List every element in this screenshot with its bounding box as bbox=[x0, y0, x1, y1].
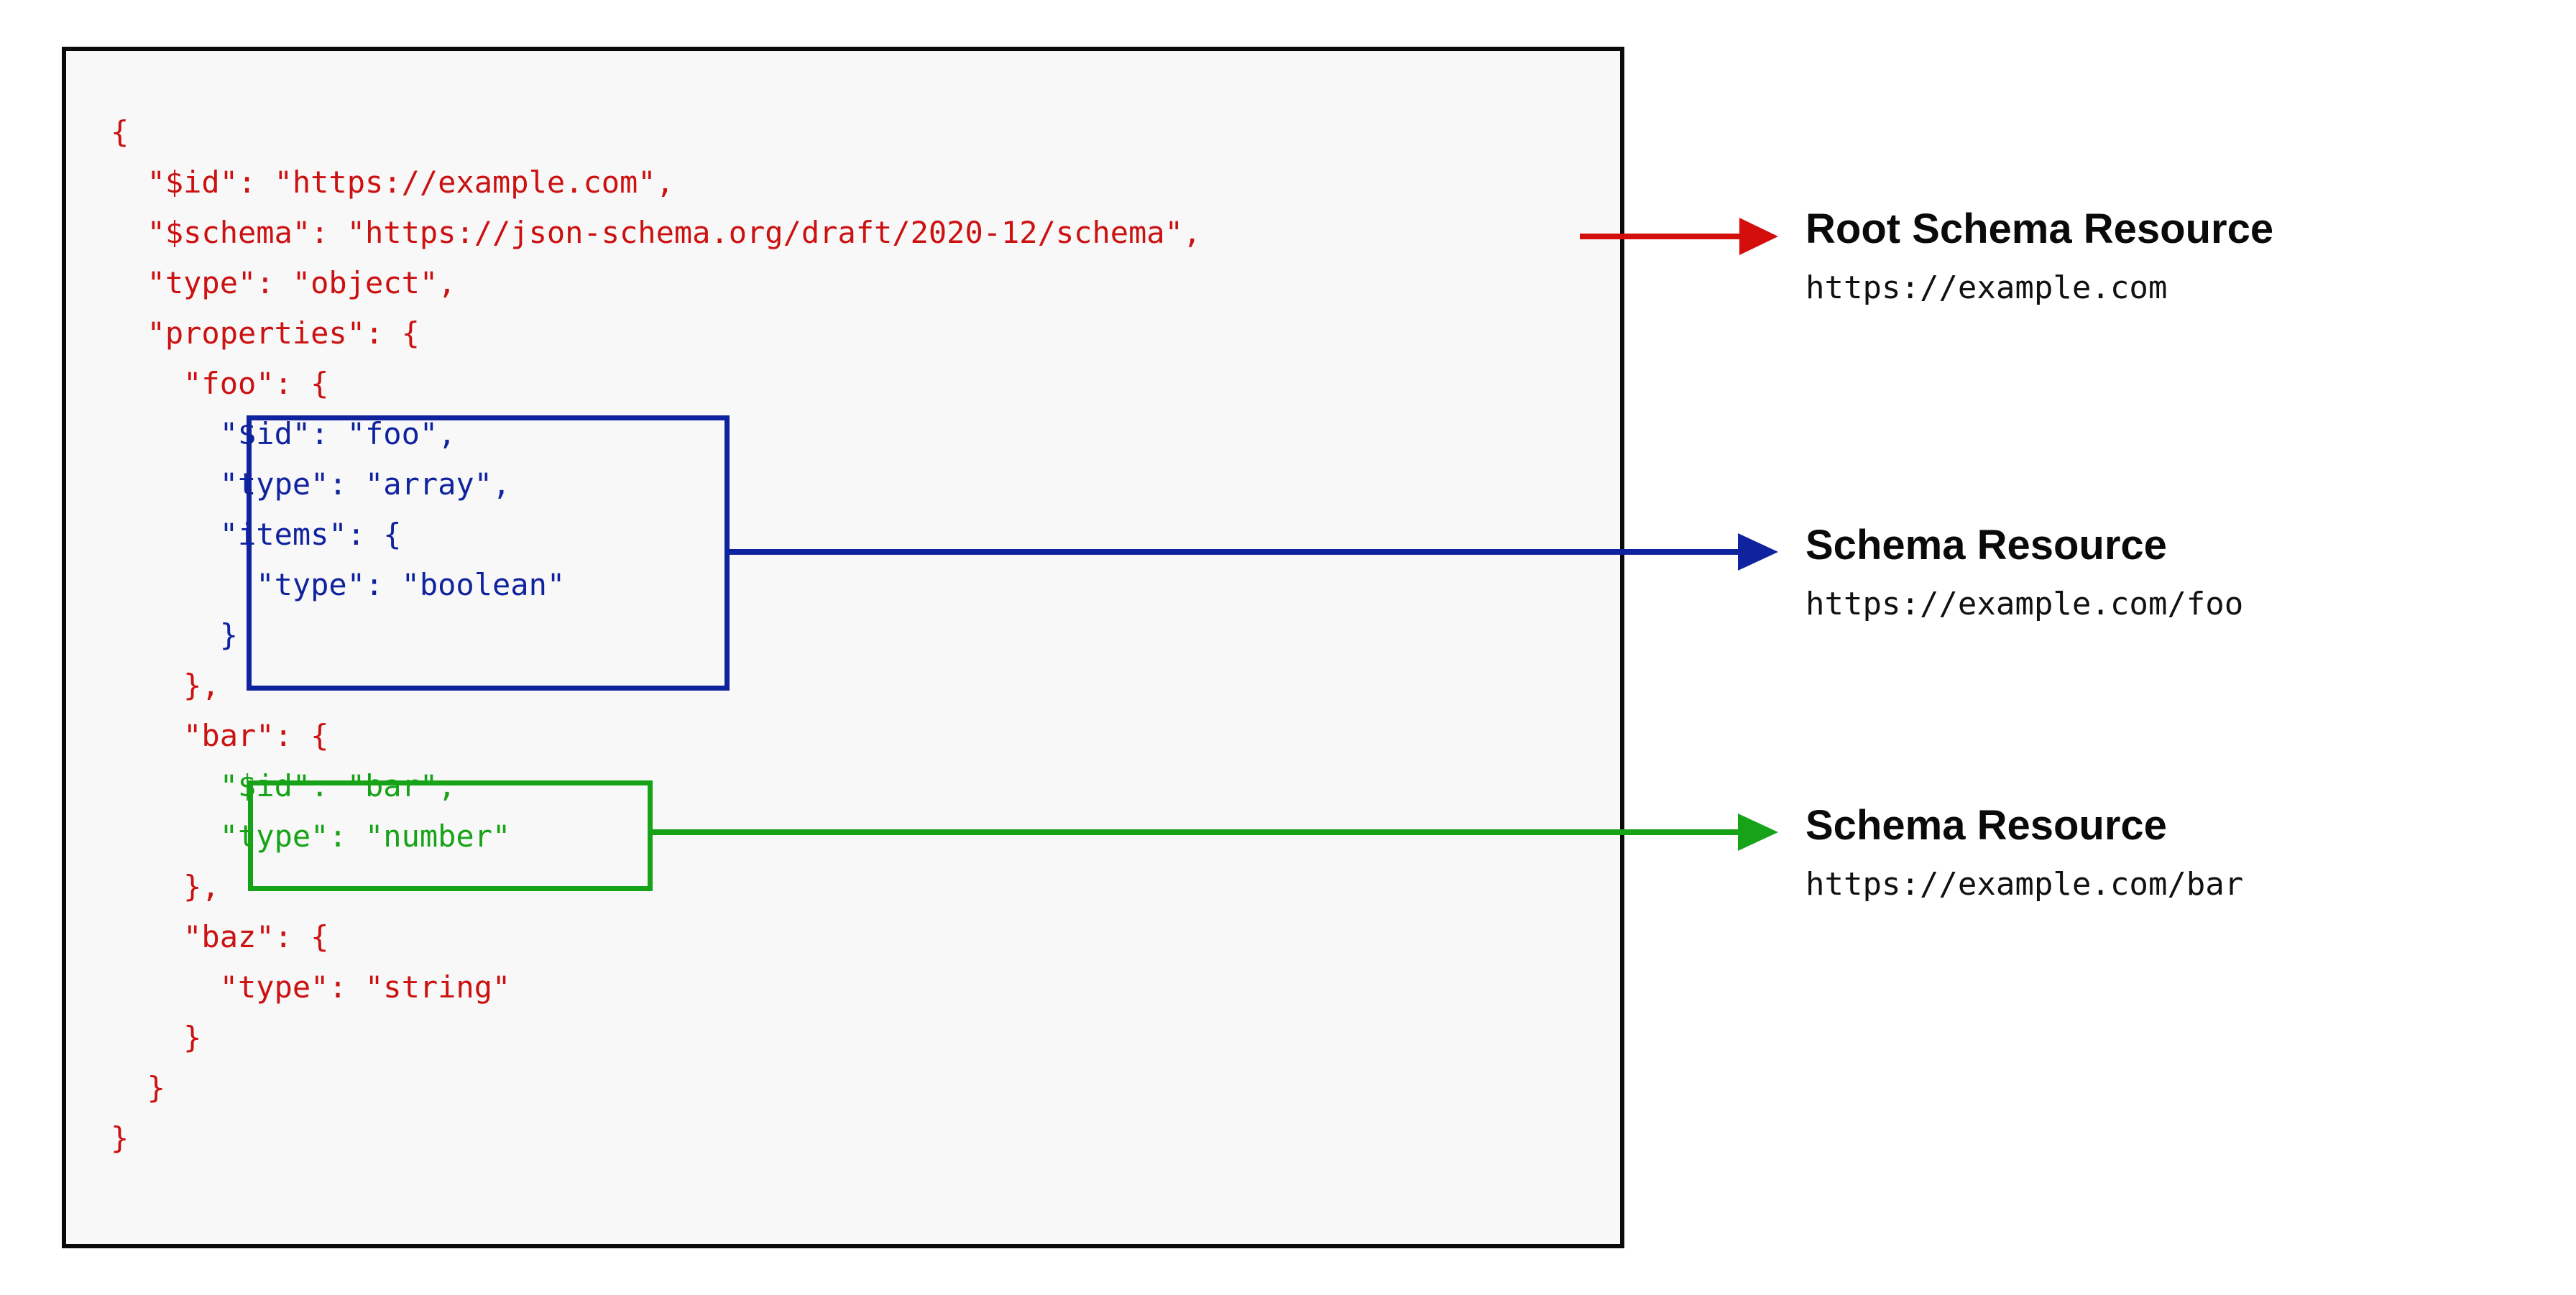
code-line: }, bbox=[111, 668, 220, 703]
annotation-title: Schema Resource bbox=[1806, 802, 2167, 849]
code-line: "$id": "https://example.com", bbox=[111, 165, 674, 200]
code-line: "$id": "bar", bbox=[111, 768, 456, 803]
arrow-shaft bbox=[648, 829, 1741, 835]
code-line: "properties": { bbox=[111, 315, 420, 351]
annotation-uri: https://example.com/foo bbox=[1806, 586, 2244, 622]
code-line: } bbox=[111, 1070, 165, 1105]
code-line: } bbox=[111, 1020, 202, 1055]
json-code-panel: { "$id": "https://example.com", "$schema… bbox=[62, 47, 1624, 1248]
code-line: "foo": { bbox=[111, 366, 329, 401]
arrow-head-icon bbox=[1739, 218, 1778, 255]
code-line: "type": "object", bbox=[111, 265, 456, 300]
code-line: "$id": "foo", bbox=[111, 416, 456, 451]
code-line: "type": "number" bbox=[111, 819, 511, 854]
code-line: { bbox=[111, 114, 129, 149]
arrow-shaft bbox=[1580, 234, 1747, 239]
code-line: "type": "array", bbox=[111, 466, 511, 502]
code-line: "type": "boolean" bbox=[111, 567, 566, 602]
arrow-shaft bbox=[726, 549, 1741, 555]
annotation-uri: https://example.com bbox=[1806, 269, 2168, 306]
annotation-title: Root Schema Resource bbox=[1806, 206, 2274, 252]
annotation-bar-schema-resource: Schema Resource https://example.com/bar bbox=[1806, 803, 2243, 903]
annotation-title: Schema Resource bbox=[1806, 522, 2167, 568]
arrow-head-icon bbox=[1738, 814, 1778, 851]
code-line: "$schema": "https://json-schema.org/draf… bbox=[111, 215, 1202, 250]
annotation-uri: https://example.com/bar bbox=[1806, 866, 2244, 903]
code-line: "type": "string" bbox=[111, 969, 511, 1005]
code-line: "items": { bbox=[111, 517, 402, 552]
arrow-head-icon bbox=[1738, 533, 1778, 571]
code-line: }, bbox=[111, 869, 220, 904]
annotation-root-schema-resource: Root Schema Resource https://example.com bbox=[1806, 207, 2273, 306]
annotation-foo-schema-resource: Schema Resource https://example.com/foo bbox=[1806, 523, 2243, 622]
code-line: } bbox=[111, 1120, 129, 1156]
code-line: "baz": { bbox=[111, 919, 329, 954]
code-line: } bbox=[111, 617, 239, 653]
json-code-listing: { "$id": "https://example.com", "$schema… bbox=[111, 107, 1201, 1163]
code-line: "bar": { bbox=[111, 718, 329, 753]
